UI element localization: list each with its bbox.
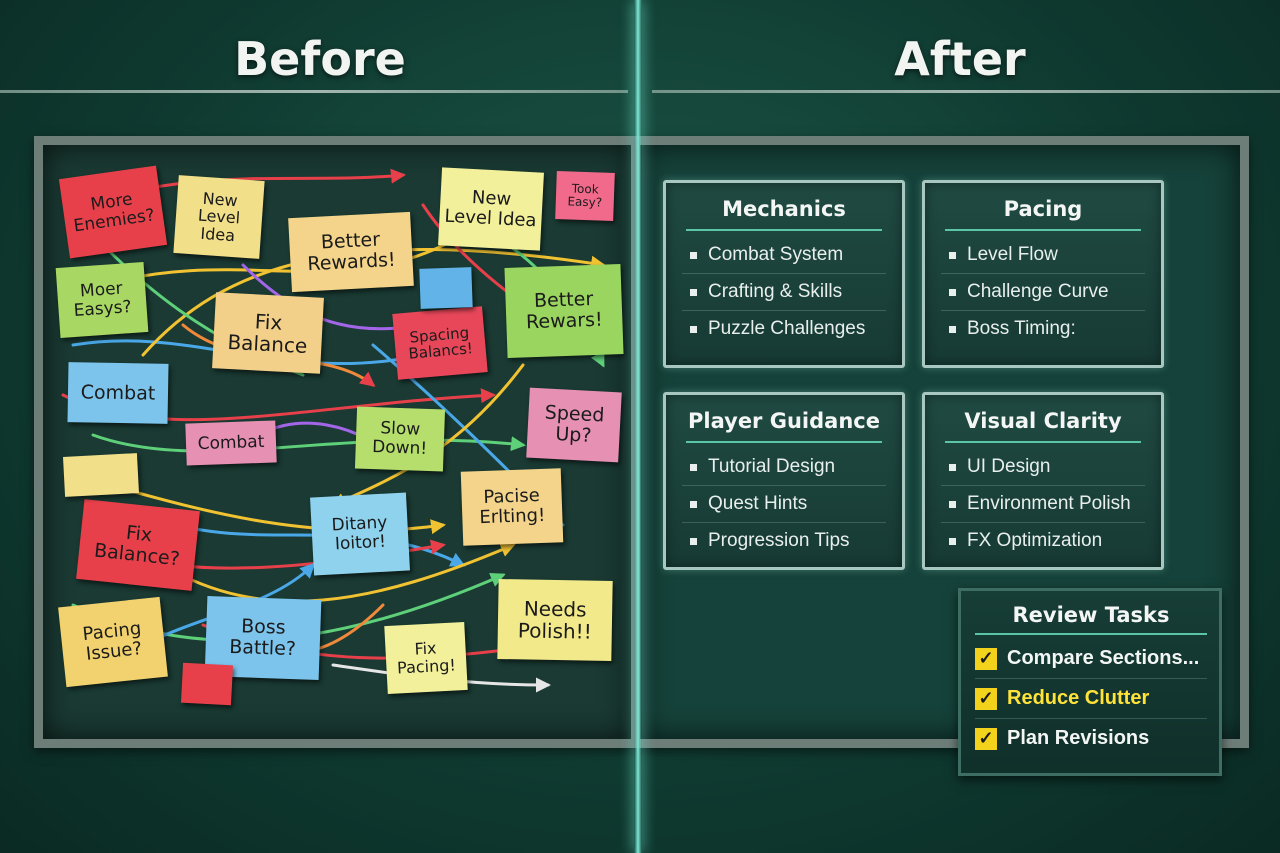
review-rule [975, 633, 1207, 635]
item-label: Quest Hints [708, 493, 808, 514]
list-item: Combat System [682, 237, 886, 274]
card-title: Player Guidance [688, 409, 880, 433]
check-icon[interactable]: ✓ [975, 687, 997, 710]
sticky-note[interactable]: Moer Easys? [55, 262, 149, 338]
task-item[interactable]: ✓ Compare Sections... [975, 639, 1207, 679]
item-label: Boss Timing: [967, 318, 1076, 339]
item-label: Tutorial Design [708, 456, 836, 477]
card-player-guidance: Player Guidance Tutorial Design Quest Hi… [663, 392, 905, 570]
list-item: Environment Polish [941, 486, 1145, 523]
sticky-note[interactable]: Fix Balance? [76, 499, 200, 591]
center-divider [634, 0, 642, 853]
list-item: UI Design [941, 449, 1145, 486]
after-title: After [894, 32, 1026, 86]
card-rule [686, 229, 882, 231]
sticky-note[interactable]: New Level Idea [438, 167, 544, 251]
card-title: Mechanics [722, 197, 846, 221]
card-rule [945, 229, 1141, 231]
list-item: Tutorial Design [682, 449, 886, 486]
sticky-note[interactable]: New Level Idea [173, 175, 265, 259]
bullet-icon [949, 537, 956, 545]
sticky-note[interactable]: Fix Balance [212, 292, 324, 374]
list-item: Challenge Curve [941, 274, 1145, 311]
bullet-icon [690, 251, 697, 259]
bullet-icon [690, 500, 697, 508]
item-label: Environment Polish [967, 493, 1131, 514]
card-title: Visual Clarity [964, 409, 1122, 433]
bullet-icon [690, 325, 697, 333]
sticky-note[interactable]: Slow Down! [354, 406, 446, 472]
item-label: Combat System [708, 244, 844, 265]
list-item: Boss Timing: [941, 311, 1145, 347]
item-label: Progression Tips [708, 530, 850, 551]
sticky-note[interactable]: Combat [67, 362, 169, 424]
bullet-icon [949, 288, 956, 296]
task-label: Plan Revisions [1007, 727, 1150, 749]
sticky-note-blank [63, 453, 139, 497]
review-tasks-panel: Review Tasks ✓ Compare Sections... ✓ Reduc… [958, 588, 1222, 776]
card-title: Pacing [1003, 197, 1083, 221]
sticky-note[interactable]: Fix Pacing! [384, 621, 468, 695]
sticky-note[interactable]: More Enemies? [58, 165, 168, 259]
list-item: Crafting & Skills [682, 274, 886, 311]
sticky-note[interactable]: Better Rewards! [288, 211, 414, 293]
sticky-note[interactable]: Pacise Erlting! [460, 468, 564, 546]
list-item: FX Optimization [941, 523, 1145, 559]
sticky-note-blank [419, 267, 473, 309]
sticky-note[interactable]: Combat [185, 420, 277, 466]
list-item: Level Flow [941, 237, 1145, 274]
sticky-note[interactable]: Needs Polish!! [497, 579, 613, 661]
list-item: Puzzle Challenges [682, 311, 886, 347]
sticky-note[interactable]: Took Easy? [555, 171, 615, 221]
bullet-icon [949, 463, 956, 471]
item-label: FX Optimization [967, 530, 1103, 551]
list-item: Quest Hints [682, 486, 886, 523]
sticky-note-blank [180, 662, 234, 706]
list-item: Progression Tips [682, 523, 886, 559]
review-title: Review Tasks [1012, 603, 1170, 627]
bullet-icon [690, 537, 697, 545]
sticky-note[interactable]: Spacing Balancs! [392, 306, 488, 380]
title-rule-right [652, 90, 1280, 93]
item-label: Level Flow [967, 244, 1058, 265]
task-item[interactable]: ✓ Reduce Clutter [975, 679, 1207, 719]
sticky-note[interactable]: Pacing Issue? [58, 596, 168, 688]
title-rule-left [0, 90, 628, 93]
bullet-icon [690, 288, 697, 296]
sticky-note[interactable]: Speed Up? [526, 387, 622, 463]
item-label: Challenge Curve [967, 281, 1109, 302]
task-label: Reduce Clutter [1007, 687, 1150, 709]
card-rule [686, 441, 882, 443]
bullet-icon [690, 463, 697, 471]
check-icon[interactable]: ✓ [975, 727, 997, 750]
before-title: Before [234, 32, 406, 86]
item-label: UI Design [967, 456, 1051, 477]
sticky-note[interactable]: Better Rewars! [504, 264, 624, 358]
item-label: Crafting & Skills [708, 281, 843, 302]
bullet-icon [949, 500, 956, 508]
card-visual-clarity: Visual Clarity UI Design Environment Pol… [922, 392, 1164, 570]
card-mechanics: Mechanics Combat System Crafting & Skill… [663, 180, 905, 368]
card-pacing: Pacing Level Flow Challenge Curve Boss T… [922, 180, 1164, 368]
card-rule [945, 441, 1141, 443]
bullet-icon [949, 325, 956, 333]
task-label: Compare Sections... [1007, 647, 1200, 669]
sticky-note[interactable]: Ditany Ioitor! [310, 492, 410, 576]
bullet-icon [949, 251, 956, 259]
task-item[interactable]: ✓ Plan Revisions [975, 719, 1207, 758]
item-label: Puzzle Challenges [708, 318, 866, 339]
check-icon[interactable]: ✓ [975, 647, 997, 670]
